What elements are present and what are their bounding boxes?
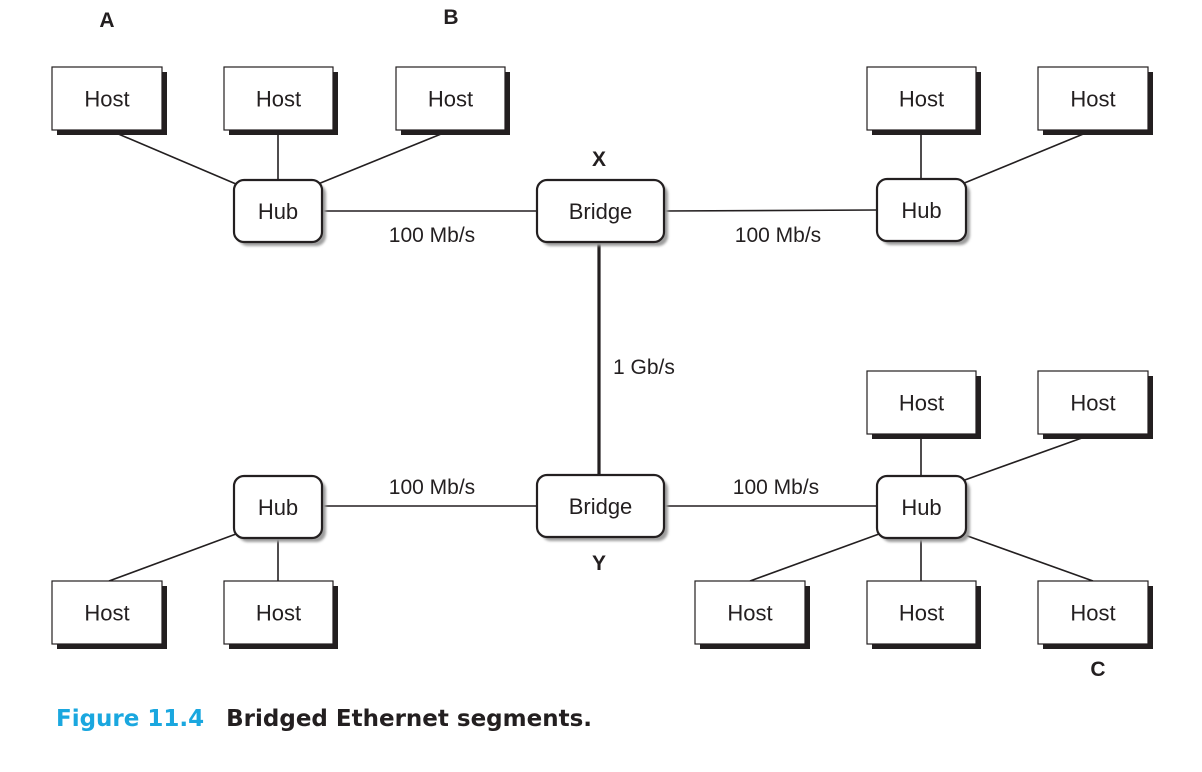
host-box — [694, 580, 806, 645]
hub-box — [875, 177, 968, 243]
host-box — [51, 66, 163, 131]
hub-label: Hub — [258, 495, 298, 520]
host-node: Host — [223, 580, 338, 649]
link-bridge-x-to-hub-tr — [663, 209, 878, 212]
link-host-a-to-hub-tl — [108, 129, 237, 185]
host-box — [1037, 370, 1149, 435]
host-label: Host — [84, 87, 129, 112]
host-node: Host — [1037, 580, 1153, 649]
hub-node: Hub — [232, 178, 326, 246]
figure-label: Figure 11.4 — [56, 706, 205, 732]
host-label: Host — [899, 601, 944, 626]
host-box — [1037, 580, 1149, 645]
labels-layer: 100 Mb/s 100 Mb/s 1 Gb/s 100 Mb/s 100 Mb/s A B… — [99, 6, 1105, 681]
hub-label: Hub — [901, 495, 941, 520]
link-hub-bl-to-host-bl1 — [108, 533, 237, 582]
host-box — [51, 580, 163, 645]
host-node: Host — [1037, 370, 1153, 439]
figure-caption: Figure 11.4 Bridged Ethernet segments. — [56, 706, 592, 732]
bridge-box — [535, 473, 666, 539]
host-node: Host — [694, 580, 810, 649]
node-tag-x: X — [592, 148, 606, 171]
host-box — [866, 66, 977, 131]
link-hub-br-to-host-br-t2 — [961, 433, 1094, 482]
host-label: Host — [428, 87, 473, 112]
host-box — [866, 370, 977, 435]
host-label: Host — [1070, 87, 1115, 112]
link-speed-label: 100 Mb/s — [733, 476, 819, 499]
link-speed-label: 100 Mb/s — [389, 224, 475, 247]
link-speed-label: 1 Gb/s — [613, 356, 675, 379]
host-label: Host — [899, 391, 944, 416]
host-node: Host — [866, 370, 981, 439]
node-tag-c: C — [1090, 658, 1105, 681]
host-node: Host — [866, 66, 981, 135]
host-label: Host — [899, 87, 944, 112]
host-box — [223, 580, 334, 645]
host-node: Host — [1037, 66, 1153, 135]
host-box — [866, 580, 977, 645]
link-hub-br-to-host-c — [961, 533, 1094, 582]
host-box — [395, 66, 506, 131]
bridge-label: Bridge — [569, 494, 633, 519]
node-tag-a: A — [99, 9, 114, 32]
host-node: Host — [51, 580, 167, 649]
link-speed-label: 100 Mb/s — [735, 224, 821, 247]
host-node: Host — [395, 66, 510, 135]
host-label: Host — [256, 87, 301, 112]
host-box — [223, 66, 334, 131]
hub-box — [232, 474, 324, 540]
link-speed-label: 100 Mb/s — [389, 476, 475, 499]
node-tag-b: B — [443, 6, 458, 29]
host-label: Host — [1070, 601, 1115, 626]
bridge-node: Bridge — [535, 178, 668, 246]
hub-node: Hub — [875, 177, 970, 245]
host-label: Host — [1070, 391, 1115, 416]
link-host-b-to-hub-tl — [317, 129, 452, 185]
hub-label: Hub — [901, 198, 941, 223]
hub-node: Hub — [232, 474, 326, 542]
bridge-label: Bridge — [569, 199, 633, 224]
host-label: Host — [727, 601, 772, 626]
host-box — [1037, 66, 1149, 131]
host-node: Host — [866, 580, 981, 649]
host-node: Host — [51, 66, 167, 135]
host-node: Host — [223, 66, 338, 135]
hub-node: Hub — [875, 474, 970, 542]
link-host-tr2-to-hub-tr — [961, 129, 1094, 185]
hub-label: Hub — [258, 199, 298, 224]
bridge-box — [535, 178, 666, 244]
links-layer — [108, 129, 1094, 582]
link-hub-br-to-host-br-b1 — [749, 533, 880, 582]
host-label: Host — [84, 601, 129, 626]
hub-box — [232, 178, 324, 244]
hub-box — [875, 474, 968, 540]
host-label: Host — [256, 601, 301, 626]
figure-title: Bridged Ethernet segments. — [226, 706, 593, 732]
bridge-node: Bridge — [535, 473, 668, 541]
node-tag-y: Y — [592, 552, 606, 575]
